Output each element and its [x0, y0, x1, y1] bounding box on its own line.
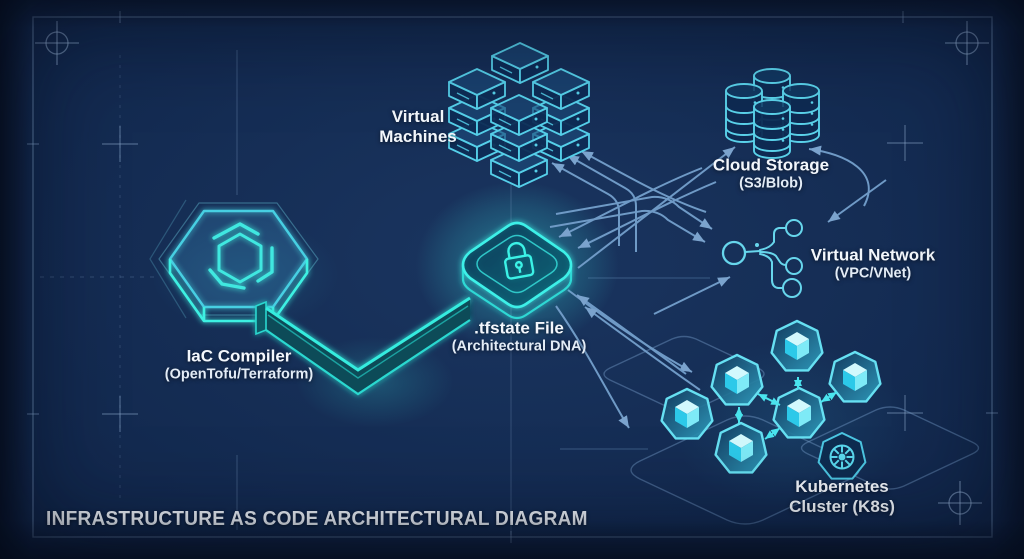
storage-cylinders-icon [725, 68, 820, 159]
vm-label-line2: Machines [379, 127, 457, 146]
vm-label-line1: Virtual [391, 106, 445, 126]
k8s-floor-grid [560, 335, 980, 525]
storage-label-main: Cloud Storage [712, 155, 830, 175]
storage-label-sub: (S3/Blob) [739, 175, 803, 192]
tfstate-label-main: .tfstate File [474, 318, 564, 338]
compiler-label-sub: (OpenTofu/Terraform) [164, 366, 314, 383]
kubernetes-helm-wheel-icon [817, 432, 867, 480]
k8s-label: Kubernetes Cluster (K8s) [789, 477, 895, 517]
k8s-label-line2: Cluster (K8s) [789, 497, 895, 516]
tfstate-label: .tfstate File (Architectural DNA) [452, 318, 587, 355]
tfstate-label-sub: (Architectural DNA) [451, 338, 587, 355]
vm-label: Virtual Machines [379, 107, 456, 147]
diagram-title: INFRASTRUCTURE AS CODE ARCHITECTURAL DIA… [46, 508, 588, 530]
k8s-label-line1: Kubernetes [795, 476, 889, 496]
storage-label: Cloud Storage (S3/Blob) [713, 155, 829, 192]
compiler-label-main: IaC Compiler [186, 346, 292, 366]
tfstate-lock-tile-icon [461, 221, 573, 320]
network-label-sub: (VPC/VNet) [834, 265, 912, 282]
vm-server-stack-icon [448, 42, 590, 188]
network-label: Virtual Network (VPC/VNet) [811, 245, 935, 282]
compiler-hexagon-icon [149, 199, 319, 323]
k8s-pod-hexagons-icon [660, 319, 882, 480]
compiler-label: IaC Compiler (OpenTofu/Terraform) [165, 346, 313, 383]
network-label-main: Virtual Network [810, 245, 936, 265]
network-branch-icon [721, 219, 803, 298]
